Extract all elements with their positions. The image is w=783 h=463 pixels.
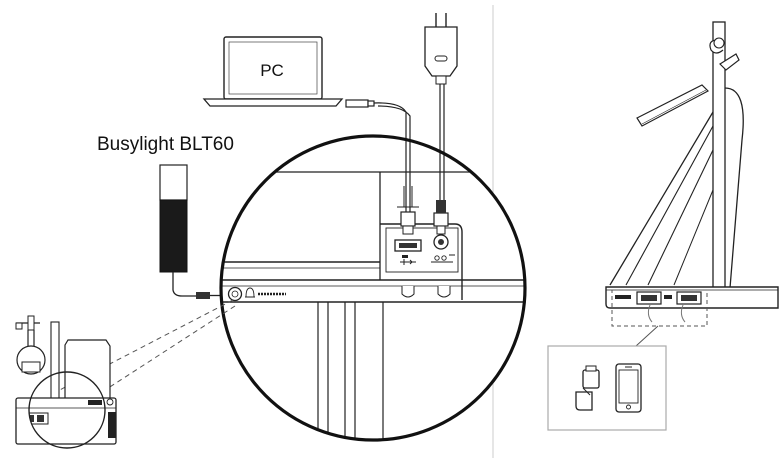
bell-icon bbox=[245, 287, 255, 298]
busylight-icon bbox=[159, 164, 226, 299]
zoom-circle-outline bbox=[219, 134, 527, 442]
zoom-detail bbox=[221, 136, 525, 440]
pc-label: PC bbox=[260, 61, 284, 80]
busylight-label: Busylight BLT60 bbox=[97, 134, 234, 155]
headset-stand-side-view bbox=[605, 21, 779, 347]
headset-stand-small bbox=[15, 315, 117, 449]
usb-symbol-icon bbox=[400, 255, 416, 265]
callout-dashed-line bbox=[81, 305, 236, 406]
pc-laptop-icon: PC bbox=[202, 36, 344, 107]
usb-cable bbox=[345, 99, 411, 200]
smartphone-icon bbox=[615, 363, 642, 413]
usb-stick-icon bbox=[575, 365, 600, 411]
dc-symbol-icon bbox=[431, 254, 455, 263]
usb-devices-panel bbox=[547, 345, 667, 431]
